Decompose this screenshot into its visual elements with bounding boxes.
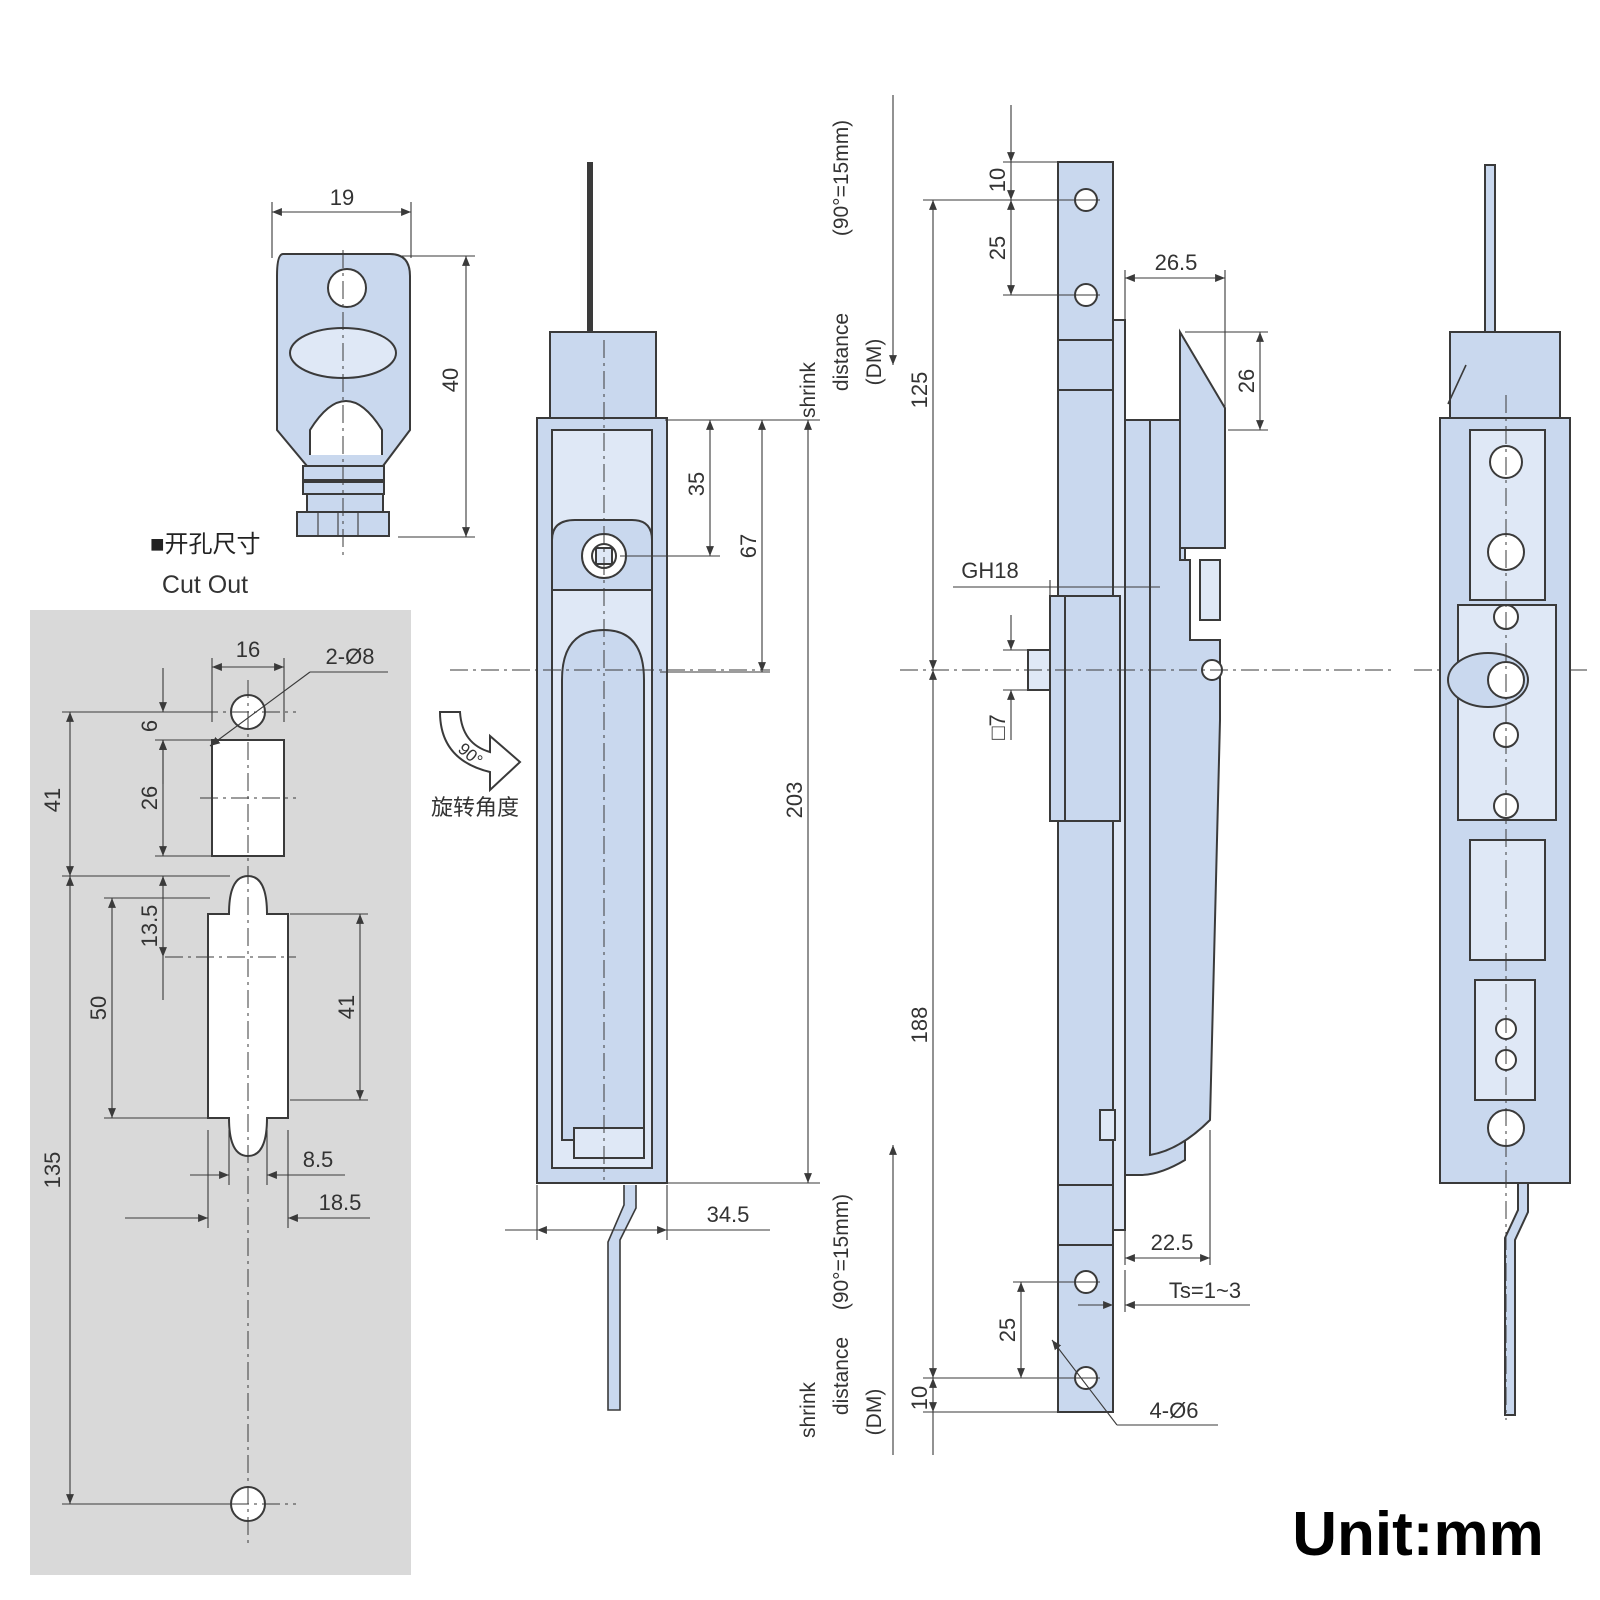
side-dim-10-top: 10 [985, 168, 1010, 192]
key-height-dim: 40 [438, 368, 463, 392]
side-dim-25-top: 25 [985, 236, 1010, 260]
side-view-drawing: 10 25 125 26.5 26 GH18 □7 188 [900, 105, 1590, 1455]
cutout-dim-18-5: 18.5 [319, 1190, 362, 1215]
side-dim-125: 125 [907, 372, 932, 409]
shrink-note-top: shrink distance (DM) (90°=15mm) [797, 95, 897, 418]
cutout-drawing: ■开孔尺寸 Cut Out 16 2-Ø8 6 41 [30, 531, 411, 1575]
back-view-drawing [1439, 164, 1571, 1420]
side-dim-26-5: 26.5 [1155, 250, 1198, 275]
cutout-dim-16: 16 [236, 637, 260, 662]
cutout-dim-41-upper: 41 [40, 788, 65, 812]
cutout-dim-26: 26 [137, 786, 162, 810]
shrink-bottom-line2: distance [830, 1337, 853, 1415]
front-dim-203: 203 [782, 782, 807, 819]
cutout-dim-50: 50 [86, 996, 111, 1020]
cutout-dim-6: 6 [137, 720, 162, 732]
cutout-dim-135: 135 [40, 1152, 65, 1189]
front-dim-34-5: 34.5 [707, 1202, 750, 1227]
side-dim-25-bottom: 25 [995, 1318, 1020, 1342]
side-dim-188: 188 [907, 1007, 932, 1044]
rotation-label: 旋转角度 [431, 795, 519, 820]
side-dim-22-5: 22.5 [1151, 1230, 1194, 1255]
key-drawing: 19 40 [271, 185, 475, 556]
cutout-dim-8-5: 8.5 [303, 1147, 334, 1172]
front-view-drawing: 35 67 203 34.5 90° 旋转角度 [431, 162, 820, 1411]
side-dim-10-bottom: 10 [907, 1386, 932, 1410]
shrink-bottom-line4: (90°=15mm) [830, 1194, 853, 1310]
key-width-dim: 19 [330, 185, 354, 210]
cutout-dim-41-right: 41 [334, 995, 359, 1019]
cutout-title-cn: ■开孔尺寸 [150, 531, 261, 558]
shrink-bottom-line3: (DM) [863, 1389, 886, 1436]
cutout-dim-13-5: 13.5 [137, 905, 162, 948]
cutout-title-en: Cut Out [162, 571, 248, 599]
shrink-top-line4: (90°=15mm) [830, 120, 853, 236]
shrink-top-line1: shrink [797, 361, 820, 418]
rotation-arrow-icon [438, 711, 522, 793]
side-dim-square-7: □7 [985, 714, 1010, 740]
side-dim-4-dia6: 4-Ø6 [1150, 1398, 1199, 1423]
shrink-bottom-line1: shrink [797, 1381, 820, 1438]
shrink-note-bottom: shrink distance (DM) (90°=15mm) [797, 1145, 897, 1455]
shrink-top-line2: distance [830, 313, 853, 391]
side-dim-26: 26 [1234, 369, 1259, 393]
front-dim-35: 35 [684, 472, 709, 496]
cutout-dim-2-dia8: 2-Ø8 [326, 644, 375, 669]
shrink-top-line3: (DM) [863, 339, 886, 386]
side-dim-gh18: GH18 [961, 558, 1018, 583]
side-dim-ts: Ts=1~3 [1169, 1278, 1241, 1303]
unit-label: Unit:mm [1292, 1500, 1543, 1569]
front-dim-67: 67 [736, 534, 761, 558]
